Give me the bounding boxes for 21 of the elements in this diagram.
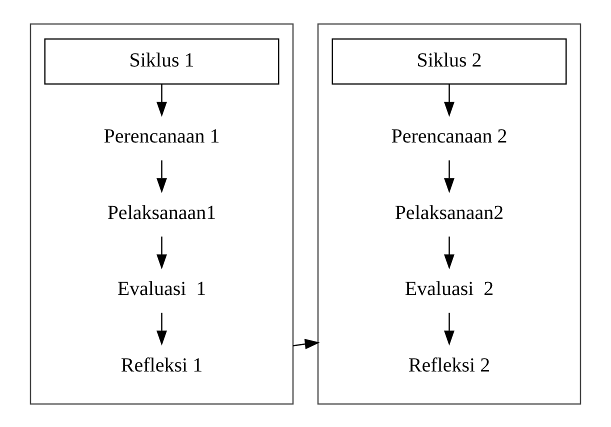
cluster	[30, 22, 294, 404]
arrow	[156, 312, 167, 346]
arrow	[292, 338, 320, 349]
arrow	[156, 236, 167, 269]
node-text: Evaluasi 2	[404, 278, 494, 300]
arrow	[444, 236, 454, 269]
node-text: Pelaksanaan1	[107, 201, 216, 224]
node-box: Siklus 1	[44, 38, 280, 84]
arrow	[444, 312, 454, 346]
arrow	[444, 84, 454, 116]
cluster	[317, 22, 582, 404]
node-text: Perencanaan 1	[104, 125, 220, 147]
arrow	[156, 160, 167, 193]
node-text: Refleksi 2	[408, 354, 490, 376]
node-text: Refleksi 1	[120, 354, 203, 376]
node-text: Evaluasi 1	[117, 278, 206, 300]
arrow	[444, 160, 454, 193]
arrow	[156, 84, 167, 116]
node-box: Siklus 2	[332, 38, 567, 84]
node-text: Perencanaan 2	[391, 125, 508, 147]
node-text: Pelaksanaan2	[394, 201, 504, 224]
